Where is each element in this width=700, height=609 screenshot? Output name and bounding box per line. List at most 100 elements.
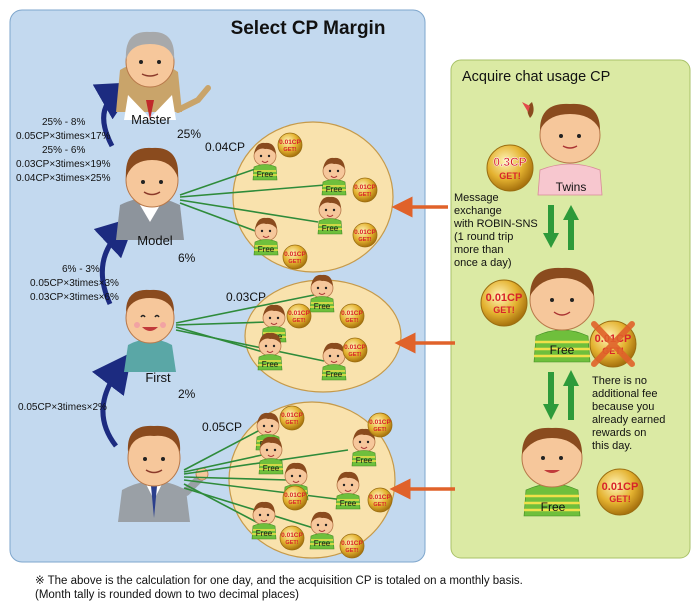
svg-text:GET!: GET!	[358, 237, 371, 243]
free-kid-3: Free	[317, 196, 343, 235]
svg-text:0.01CP: 0.01CP	[486, 292, 523, 304]
free-kid-label: Free	[256, 529, 273, 538]
free-kid-label: Free	[314, 539, 331, 548]
free-avatar	[529, 267, 595, 363]
first-avatar	[124, 289, 176, 372]
svg-text:GET!: GET!	[493, 305, 515, 315]
svg-text:GET!: GET!	[345, 548, 358, 554]
free-label: Free	[550, 343, 575, 357]
nofee-line-2: because you	[592, 401, 654, 413]
green-arrows-top	[543, 205, 579, 250]
svg-text:GET!: GET!	[285, 420, 298, 426]
svg-text:0.01CP: 0.01CP	[602, 481, 639, 493]
free-kid-7: Free	[257, 332, 283, 371]
message-line-3: (1 round trip	[454, 231, 513, 243]
coin-free2: 0.01CP GET!	[596, 468, 644, 516]
model-label: Model	[137, 233, 173, 248]
svg-text:GET!: GET!	[373, 427, 386, 433]
svg-text:GET!: GET!	[292, 318, 305, 324]
footnote-line-2: (Month tally is rounded down to two deci…	[35, 589, 299, 601]
free-kid-15: Free	[309, 511, 335, 550]
message-line-2: with ROBIN-SNS	[453, 218, 538, 230]
master-avatar	[116, 31, 211, 120]
svg-text:0.01CP: 0.01CP	[288, 310, 310, 317]
green-arrows-bottom	[543, 370, 579, 420]
base-cp: 0.05CP	[202, 420, 242, 434]
footnote-line-1: ※ The above is the calculation for one d…	[35, 575, 523, 587]
nofee-line-1: additional fee	[592, 388, 657, 400]
free-kid-label: Free	[314, 302, 331, 311]
first-label: First	[145, 370, 171, 385]
calc-master-4: 0.04CP×3times×25%	[16, 173, 111, 184]
arrow-model-to-master	[92, 82, 138, 148]
svg-text:0.01CP: 0.01CP	[354, 184, 376, 191]
svg-text:GET!: GET!	[283, 147, 296, 153]
svg-text:GET!: GET!	[288, 259, 301, 265]
free-kid-2: Free	[321, 157, 347, 196]
message-line-1: exchange	[454, 205, 502, 217]
svg-text:0.01CP: 0.01CP	[341, 540, 363, 547]
free-kid-label: Free	[322, 224, 339, 233]
message-line-0: Message	[454, 192, 499, 204]
master-label: Master	[131, 112, 171, 127]
svg-text:GET!: GET!	[373, 502, 386, 508]
right-panel-title: Acquire chat usage CP	[462, 69, 610, 85]
coin-free: 0.01CP GET!	[480, 279, 528, 327]
calc-master-3: 0.03CP×3times×19%	[16, 159, 111, 170]
svg-text:0.01CP: 0.01CP	[344, 344, 366, 351]
free-kid-label: Free	[356, 456, 373, 465]
svg-text:0.01CP: 0.01CP	[354, 229, 376, 236]
free-kid-label: Free	[263, 464, 280, 473]
connections-first	[175, 294, 325, 362]
twins-avatar	[522, 102, 603, 196]
nofee-line-0: There is no	[592, 375, 647, 387]
free-kid-label: Free	[258, 245, 275, 254]
calc-master-1: 0.05CP×3times×17%	[16, 131, 111, 142]
svg-text:GET!: GET!	[345, 318, 358, 324]
svg-text:0.01CP: 0.01CP	[369, 494, 391, 501]
svg-text:0.01CP: 0.01CP	[281, 412, 303, 419]
free-kid-8: Free	[321, 342, 347, 381]
model-cp: 0.04CP	[205, 140, 245, 154]
free-kid-11: Free	[258, 436, 284, 475]
arrow-first-to-model	[93, 216, 137, 306]
svg-text:0.01CP: 0.01CP	[281, 532, 303, 539]
svg-text:GET!: GET!	[288, 500, 301, 506]
svg-text:GET!: GET!	[609, 494, 631, 504]
coin-crossed: 0.01CP GET!	[589, 320, 637, 368]
first-pct: 2%	[178, 387, 196, 401]
free-kid-label: Free	[326, 370, 343, 379]
footnote: ※ The above is the calculation for one d…	[35, 574, 523, 602]
calc-master-0: 25% - 8%	[42, 117, 85, 128]
svg-text:GET!: GET!	[348, 352, 361, 358]
svg-text:GET!: GET!	[358, 192, 371, 198]
calc-first-0: 0.05CP×3times×2%	[18, 402, 107, 413]
svg-text:0.3CP: 0.3CP	[493, 155, 526, 169]
free-kid-5: Free	[309, 274, 335, 313]
coin-twins: 0.3CP GET!	[486, 144, 534, 192]
twins-label: Twins	[556, 180, 587, 194]
master-pct: 25%	[177, 127, 201, 141]
svg-text:GET!: GET!	[285, 540, 298, 546]
message-line-4: more than	[454, 244, 504, 256]
svg-text:0.01CP: 0.01CP	[284, 492, 306, 499]
free-kid-14: Free	[251, 501, 277, 540]
svg-text:0.01CP: 0.01CP	[284, 251, 306, 258]
free-kid-4: Free	[253, 217, 279, 256]
calc-model-2: 0.03CP×3times×6%	[30, 292, 119, 303]
model-pct: 6%	[178, 251, 196, 265]
calc-model-0: 6% - 3%	[62, 264, 100, 275]
model-avatar	[116, 147, 184, 240]
calc-master-2: 25% - 6%	[42, 145, 85, 156]
